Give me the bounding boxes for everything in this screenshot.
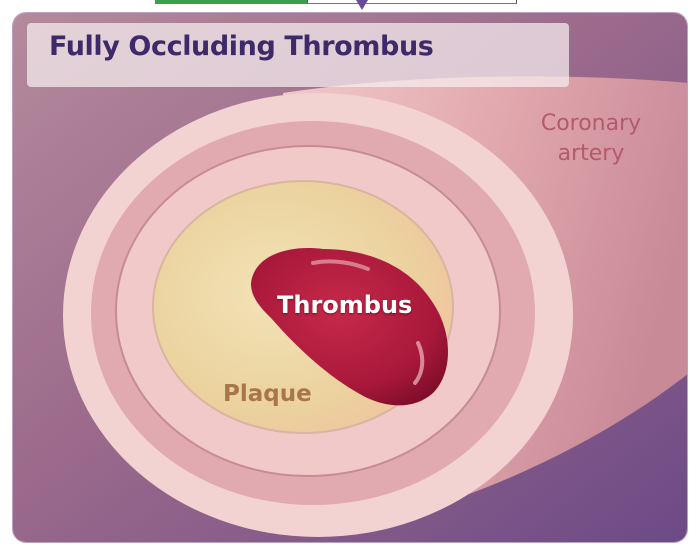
coronary-artery-label: Coronary artery — [511, 109, 671, 169]
coronary-label-line2: artery — [511, 139, 671, 169]
coronary-label-line1: Coronary — [511, 109, 671, 139]
plaque-label: Plaque — [223, 381, 312, 407]
thrombus-label: Thrombus — [277, 291, 412, 319]
top-green-bar — [155, 0, 307, 4]
artery-cross-section-illustration — [13, 13, 688, 543]
figure-title: Fully Occluding Thrombus — [49, 31, 433, 62]
illustration-frame: Fully Occluding Thrombus Coronary artery… — [12, 12, 688, 543]
down-arrow-icon — [356, 0, 368, 10]
top-outline-bar — [307, 0, 517, 4]
